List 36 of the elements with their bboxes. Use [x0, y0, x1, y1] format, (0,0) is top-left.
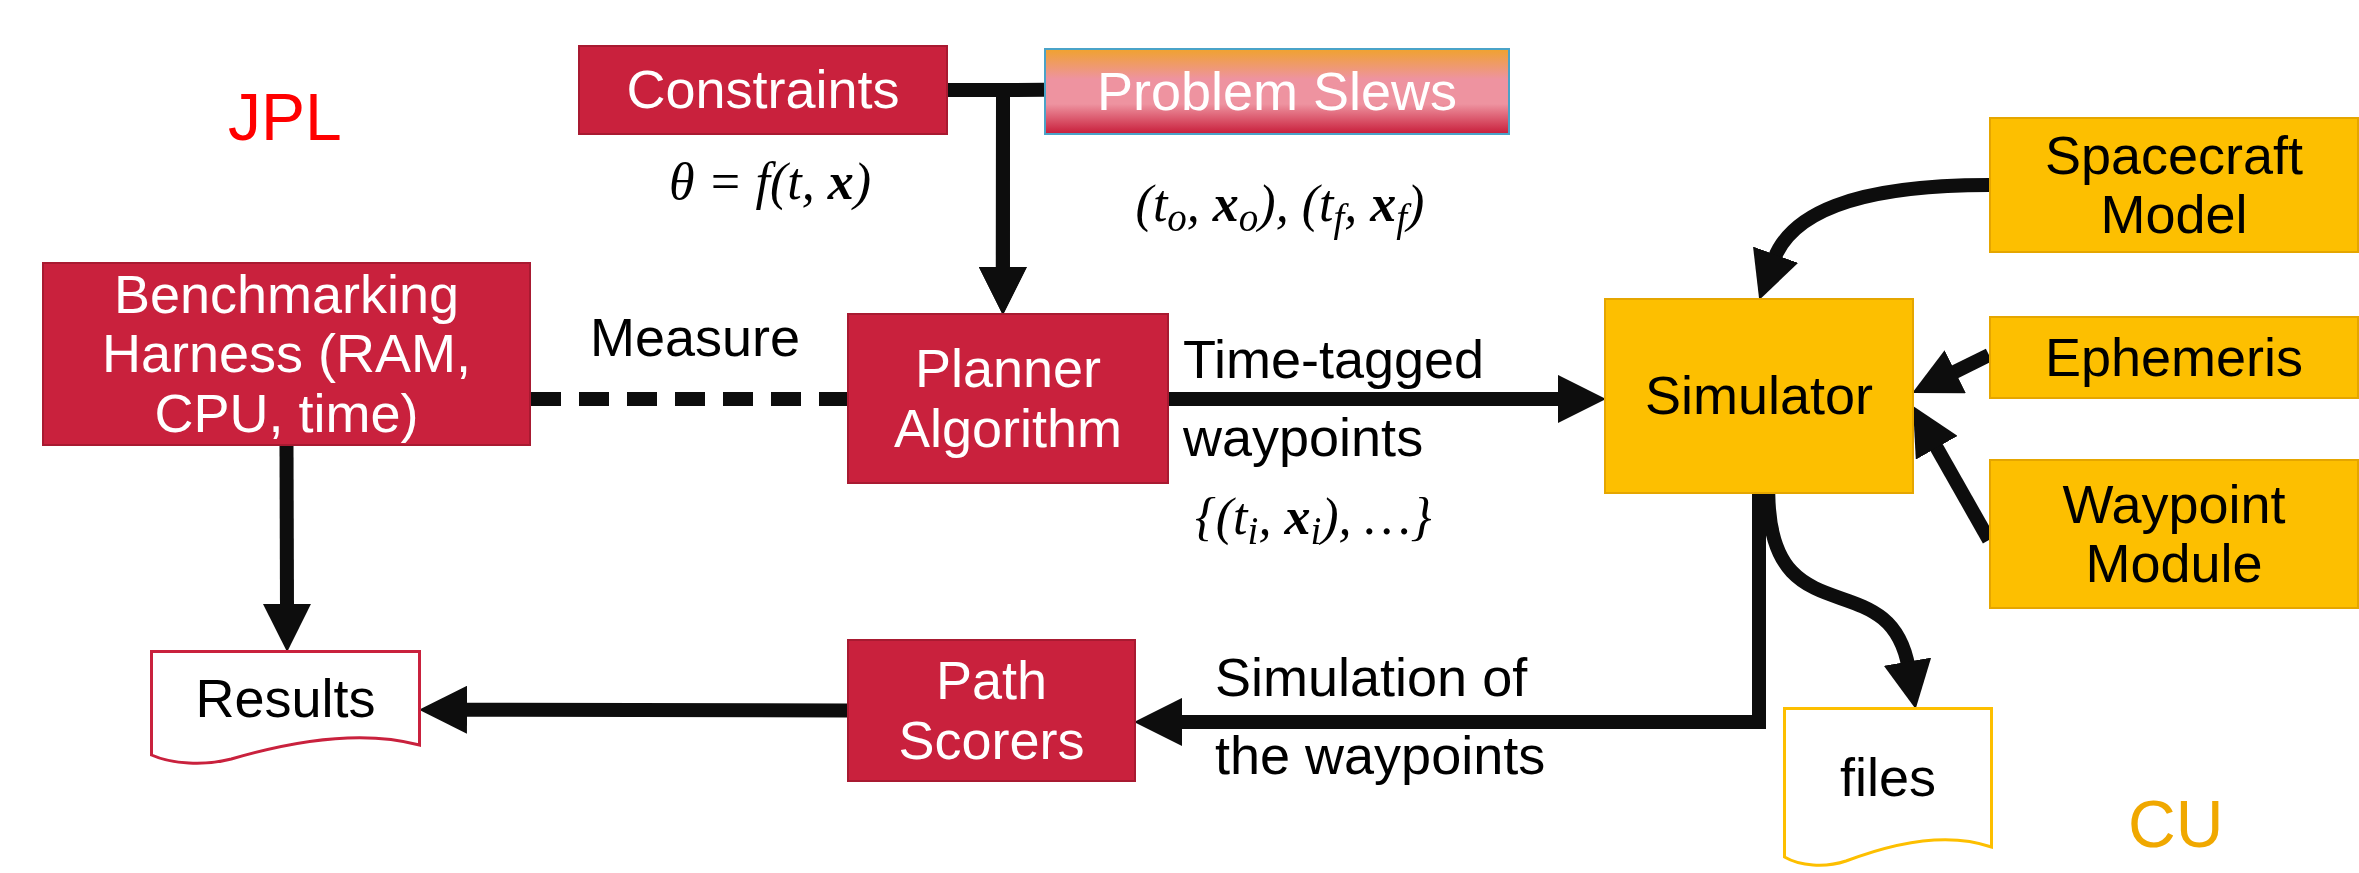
- box-label: files: [1840, 748, 1936, 808]
- box-label: Simulator: [1644, 366, 1874, 426]
- edge-label: Measure: [588, 306, 802, 369]
- process-box: [1989, 459, 2359, 609]
- dashed-line: [531, 392, 847, 407]
- process-box: [847, 313, 1169, 484]
- box-label: Path Scorers: [897, 651, 1086, 770]
- document-shape: [150, 650, 421, 767]
- edge-label: Time-tagged waypoints: [1183, 328, 1486, 470]
- formula: (t$_{o}$, x$_{o}$), (t$_{f}$, x$_{f}$): [1134, 174, 1426, 238]
- arrow: [978, 82, 1045, 315]
- document-shape: [1783, 707, 1993, 869]
- box-label: Waypoint Module: [2061, 474, 2287, 594]
- process-box: [578, 45, 948, 135]
- process-box: [1989, 117, 2359, 253]
- formula: {(t$_{i}$, x$_{i}$), …}: [1195, 487, 1432, 554]
- box-label: Benchmarking Harness (RAM, CPU, time): [100, 264, 473, 444]
- arrow: [1754, 178, 1990, 299]
- process-box: [1044, 48, 1510, 135]
- box-label: Constraints: [626, 60, 900, 120]
- group-label: CU: [2128, 786, 2224, 863]
- box-label: Spacecraft Model: [2043, 125, 2305, 245]
- box-label: Results: [195, 668, 376, 729]
- edge-label: Simulation of the waypoints: [1215, 646, 1547, 788]
- process-box: [42, 262, 531, 446]
- arrow: [263, 445, 311, 652]
- box-label: Ephemeris: [2044, 327, 2304, 388]
- process-box: [847, 639, 1136, 782]
- box-label: Problem Slews: [1096, 61, 1458, 122]
- arrow: [1169, 374, 1606, 423]
- group-label: JPL: [228, 79, 342, 156]
- process-box: [1989, 316, 2359, 399]
- formula: θ = f(t, x): [667, 152, 873, 212]
- arrow: [419, 685, 847, 734]
- process-box: [1604, 298, 1914, 494]
- box-label: Planner Algorithm: [892, 339, 1124, 458]
